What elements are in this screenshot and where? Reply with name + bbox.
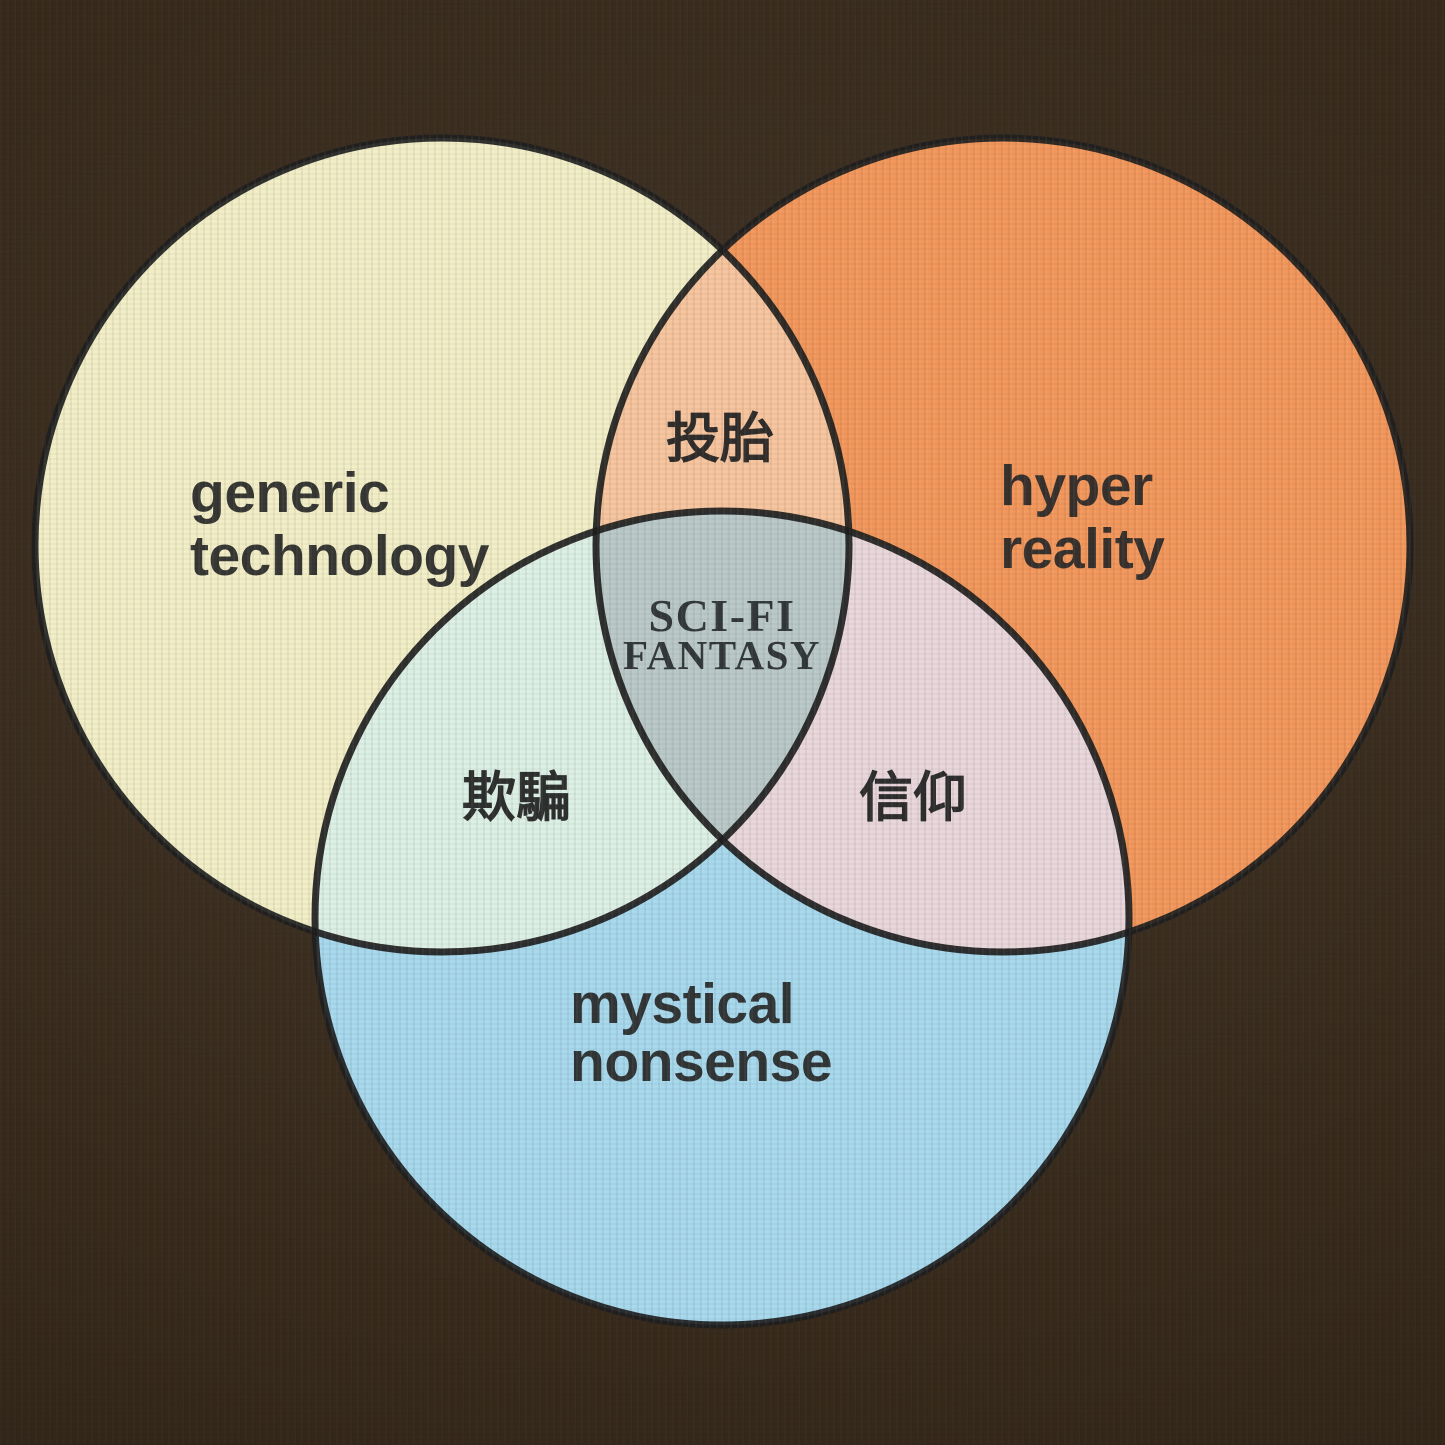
brand-logo-line1: SCI-FI — [648, 590, 795, 641]
label-hyper: hyper — [1000, 454, 1153, 518]
outline-generic-technology — [31, 134, 853, 956]
brand-logo-line2: FANTASY — [623, 632, 821, 678]
outline-mystical-nonsense — [311, 507, 1133, 1329]
outline-hyper-reality — [592, 134, 1414, 956]
label-overlap-right-kanji: 信仰 — [859, 766, 967, 829]
label-technology: technology — [190, 524, 490, 588]
label-generic: generic — [190, 461, 389, 525]
label-mystical: mystical — [570, 972, 794, 1036]
label-nonsense: nonsense — [570, 1030, 832, 1094]
label-overlap-left-kanji: 欺騙 — [462, 766, 570, 829]
label-overlap-top-kanji: 投胎 — [666, 407, 774, 470]
label-reality: reality — [1000, 517, 1165, 581]
